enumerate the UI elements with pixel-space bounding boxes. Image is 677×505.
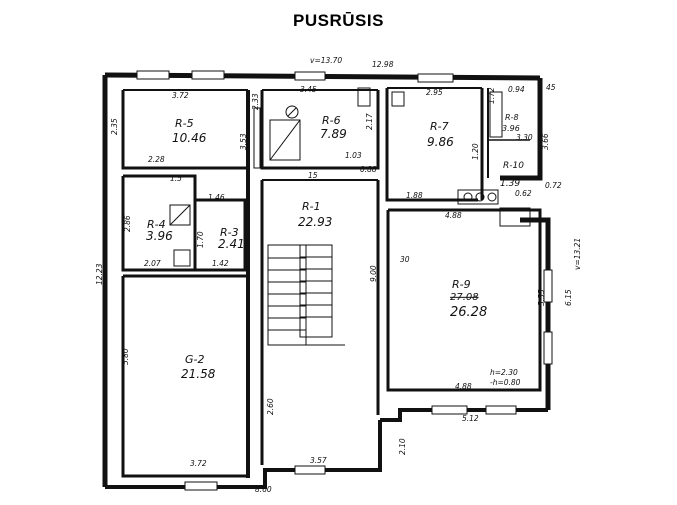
dim-top-partial: v=13.70 <box>310 56 342 65</box>
dim-2-60: 2.60 <box>266 398 275 415</box>
dimension-labels: v=13.70 12.98 3.72 3.45 2.95 0.94 2.35 2… <box>95 56 582 494</box>
floor-offset: -h=0.80 <box>490 378 521 387</box>
room-area-r7: 9.86 <box>427 135 454 149</box>
dim-13-21: v=13.21 <box>573 238 582 270</box>
room-area-r6: 7.89 <box>320 127 347 141</box>
room-area-r4: 3.96 <box>146 229 173 243</box>
dim-0-94: 0.94 <box>508 85 525 94</box>
room-label-r8: R-8 <box>505 113 519 122</box>
dim-6-15: 6.15 <box>564 289 573 306</box>
dim-5-55: 5.55 <box>537 289 546 306</box>
dim-3-57: 3.57 <box>310 456 327 465</box>
dim-5-12: 5.12 <box>462 414 479 423</box>
dim-30: 30 <box>400 255 410 264</box>
dim-2-95: 2.95 <box>426 88 443 97</box>
windows <box>136 70 553 491</box>
room-labels: R-5 10.46 R-6 7.89 R-7 9.86 R-8 3.96 R-1… <box>146 113 524 381</box>
room-label-r7: R-7 <box>430 120 449 133</box>
heater-unit <box>457 189 499 205</box>
fixtures <box>169 87 531 267</box>
room-label-g2: G-2 <box>185 353 205 366</box>
dim-2-33: 2.33 <box>251 93 260 110</box>
room-area-r10: 1.39 <box>500 179 520 189</box>
dim-3-45: 3.45 <box>300 85 317 94</box>
room-area-r1: 22.93 <box>298 215 332 229</box>
walls <box>102 72 551 489</box>
dim-1-5: 1.5 <box>170 174 182 183</box>
dim-8-60: 8.60 <box>255 485 272 494</box>
room-area-r5: 10.46 <box>172 131 207 145</box>
dim-3-72-bottom: 3.72 <box>190 459 207 468</box>
dim-1-42: 1.42 <box>212 259 229 268</box>
dim-4-88-bottom: 4.88 <box>455 382 472 391</box>
dim-0-72: 0.72 <box>545 181 562 190</box>
room-label-r9: R-9 <box>452 278 471 291</box>
dim-1-20: 1.20 <box>471 143 480 160</box>
room-label-r3: R-3 <box>220 226 239 239</box>
dim-2-28: 2.28 <box>148 155 165 164</box>
drain-icon <box>285 105 299 119</box>
room-area-r9: 26.28 <box>450 305 487 320</box>
dim-1-72: 1.72 <box>487 87 496 104</box>
dim-9-00: 9.00 <box>369 265 378 282</box>
room-label-r10: R-10 <box>503 161 524 171</box>
dim-0-62: 0.62 <box>515 189 532 198</box>
dim-2-17: 2.17 <box>365 113 374 130</box>
dim-3-30: 3.30 <box>516 133 533 142</box>
dim-45: 45 <box>546 83 556 92</box>
room-label-r5: R-5 <box>175 117 194 130</box>
dim-2-07: 2.07 <box>144 259 161 268</box>
dim-3-53: 3.53 <box>239 133 248 150</box>
staircase <box>267 244 345 346</box>
ceiling-height: h=2.30 <box>490 368 518 377</box>
dim-0-88: 0.88 <box>360 165 377 174</box>
dim-2-86: 2.86 <box>123 215 132 232</box>
dim-12-23: 12.23 <box>95 263 104 285</box>
boiler-unit <box>269 119 301 161</box>
dim-5-80: 5.80 <box>121 348 130 365</box>
dim-1-70: 1.70 <box>196 231 205 248</box>
dim-1-46: 1.46 <box>208 193 225 202</box>
dim-3-66: 3.66 <box>541 133 550 150</box>
dim-3-72-top: 3.72 <box>172 91 189 100</box>
room-area-r9-old: 27.08 <box>450 292 479 303</box>
room-label-r4: R-4 <box>147 218 166 231</box>
dim-4-88-top: 4.88 <box>445 211 462 220</box>
room-area-r8: 3.96 <box>502 124 520 133</box>
room-area-r3: 2.41 <box>218 237 245 251</box>
room-label-r1: R-1 <box>302 200 321 213</box>
room-area-g2: 21.58 <box>181 367 216 381</box>
dim-2-10: 2.10 <box>398 438 407 455</box>
dim-15: 15 <box>308 171 318 180</box>
dim-1-03: 1.03 <box>345 151 362 160</box>
room-label-r6: R-6 <box>322 114 341 127</box>
dim-1-88: 1.88 <box>406 191 423 200</box>
dim-2-35: 2.35 <box>110 118 119 135</box>
utility-box <box>499 207 531 227</box>
dim-top-total: 12.98 <box>372 60 394 69</box>
plan-title: PUSRŪSIS <box>293 11 384 30</box>
